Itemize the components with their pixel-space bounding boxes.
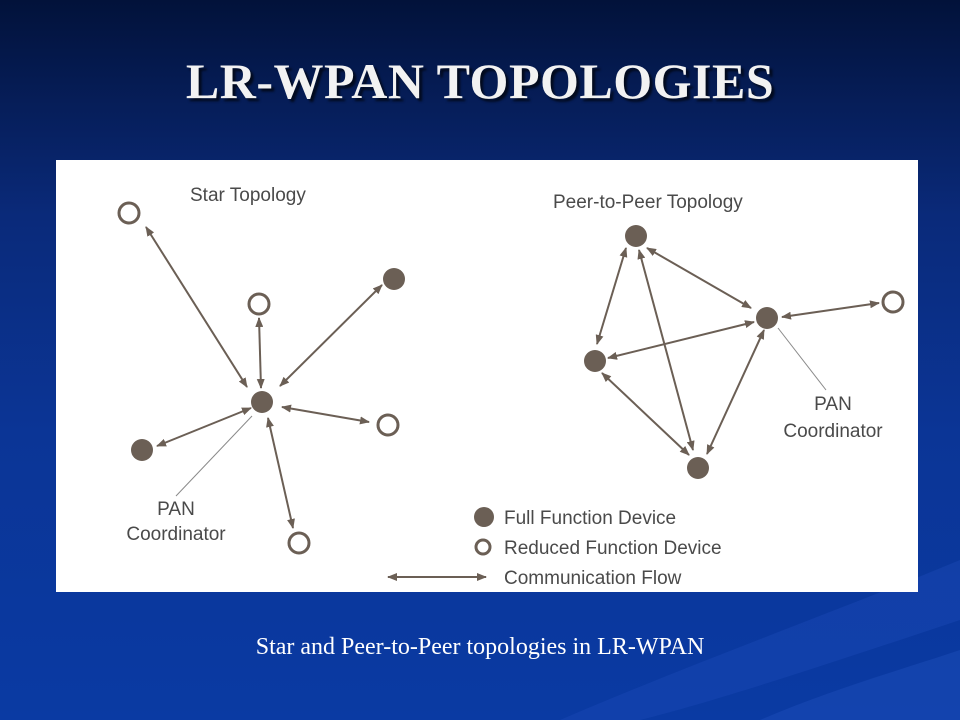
peer-coordinator-label-line1: PAN: [814, 394, 852, 415]
legend-ffd-symbol: [474, 507, 494, 527]
peer-coordinator-label-line2: Coordinator: [783, 421, 883, 442]
star-rfd-node: [376, 413, 400, 437]
star-link-right: [281, 404, 370, 425]
peer-ffd-node: [687, 457, 709, 479]
legend: Full Function Device Reduced Function De…: [387, 507, 722, 589]
peer-coordinator-pointer: [777, 327, 827, 391]
star-link-top: [255, 317, 265, 389]
star-link-bottom: [266, 417, 295, 529]
star-ffd-node: [131, 439, 153, 461]
star-rfd-node: [117, 201, 141, 225]
peer-link-c-d: [601, 372, 690, 456]
star-coordinator-label-line1: PAN: [157, 499, 195, 520]
star-link-top-right: [279, 284, 383, 387]
peer-link-a-c: [595, 247, 628, 345]
legend-rfd-symbol: [474, 538, 492, 556]
star-topology: Star Topology PAN Coordinator: [117, 185, 405, 555]
star-coordinator-pointer: [175, 415, 253, 497]
star-coordinator-label-line2: Coordinator: [126, 524, 226, 545]
slide-title: LR-WPAN TOPOLOGIES: [185, 53, 775, 109]
star-link-top-left: [145, 226, 248, 388]
peer-ffd-node: [625, 225, 647, 247]
peer-rfd-node: [881, 290, 905, 314]
figure-caption: Star and Peer-to-Peer topologies in LR-W…: [255, 634, 705, 660]
star-topology-title: Star Topology: [190, 185, 306, 206]
peer-link-a-b: [646, 247, 752, 309]
legend-flow-label: Communication Flow: [504, 568, 682, 589]
legend-ffd-label: Full Function Device: [504, 508, 676, 529]
peer-link-b-e: [781, 300, 880, 320]
peer-link-b-c: [607, 320, 755, 360]
peer-link-b-d: [706, 329, 765, 455]
star-coordinator-node: [251, 391, 273, 413]
star-rfd-node: [247, 292, 271, 316]
topology-diagram: Star Topology PAN Coordinator Peer-to-P: [117, 185, 905, 589]
peer-topology: Peer-to-Peer Topology PAN Coordinator: [553, 192, 905, 479]
topology-figure: Star Topology PAN Coordinator Peer-to-P: [56, 160, 918, 592]
star-ffd-node: [383, 268, 405, 290]
peer-topology-title: Peer-to-Peer Topology: [553, 192, 743, 213]
peer-link-a-d: [637, 249, 695, 451]
legend-rfd-label: Reduced Function Device: [504, 538, 722, 559]
peer-coordinator-node: [756, 307, 778, 329]
star-link-left: [156, 407, 252, 447]
peer-ffd-node: [584, 350, 606, 372]
star-rfd-node: [287, 531, 311, 555]
